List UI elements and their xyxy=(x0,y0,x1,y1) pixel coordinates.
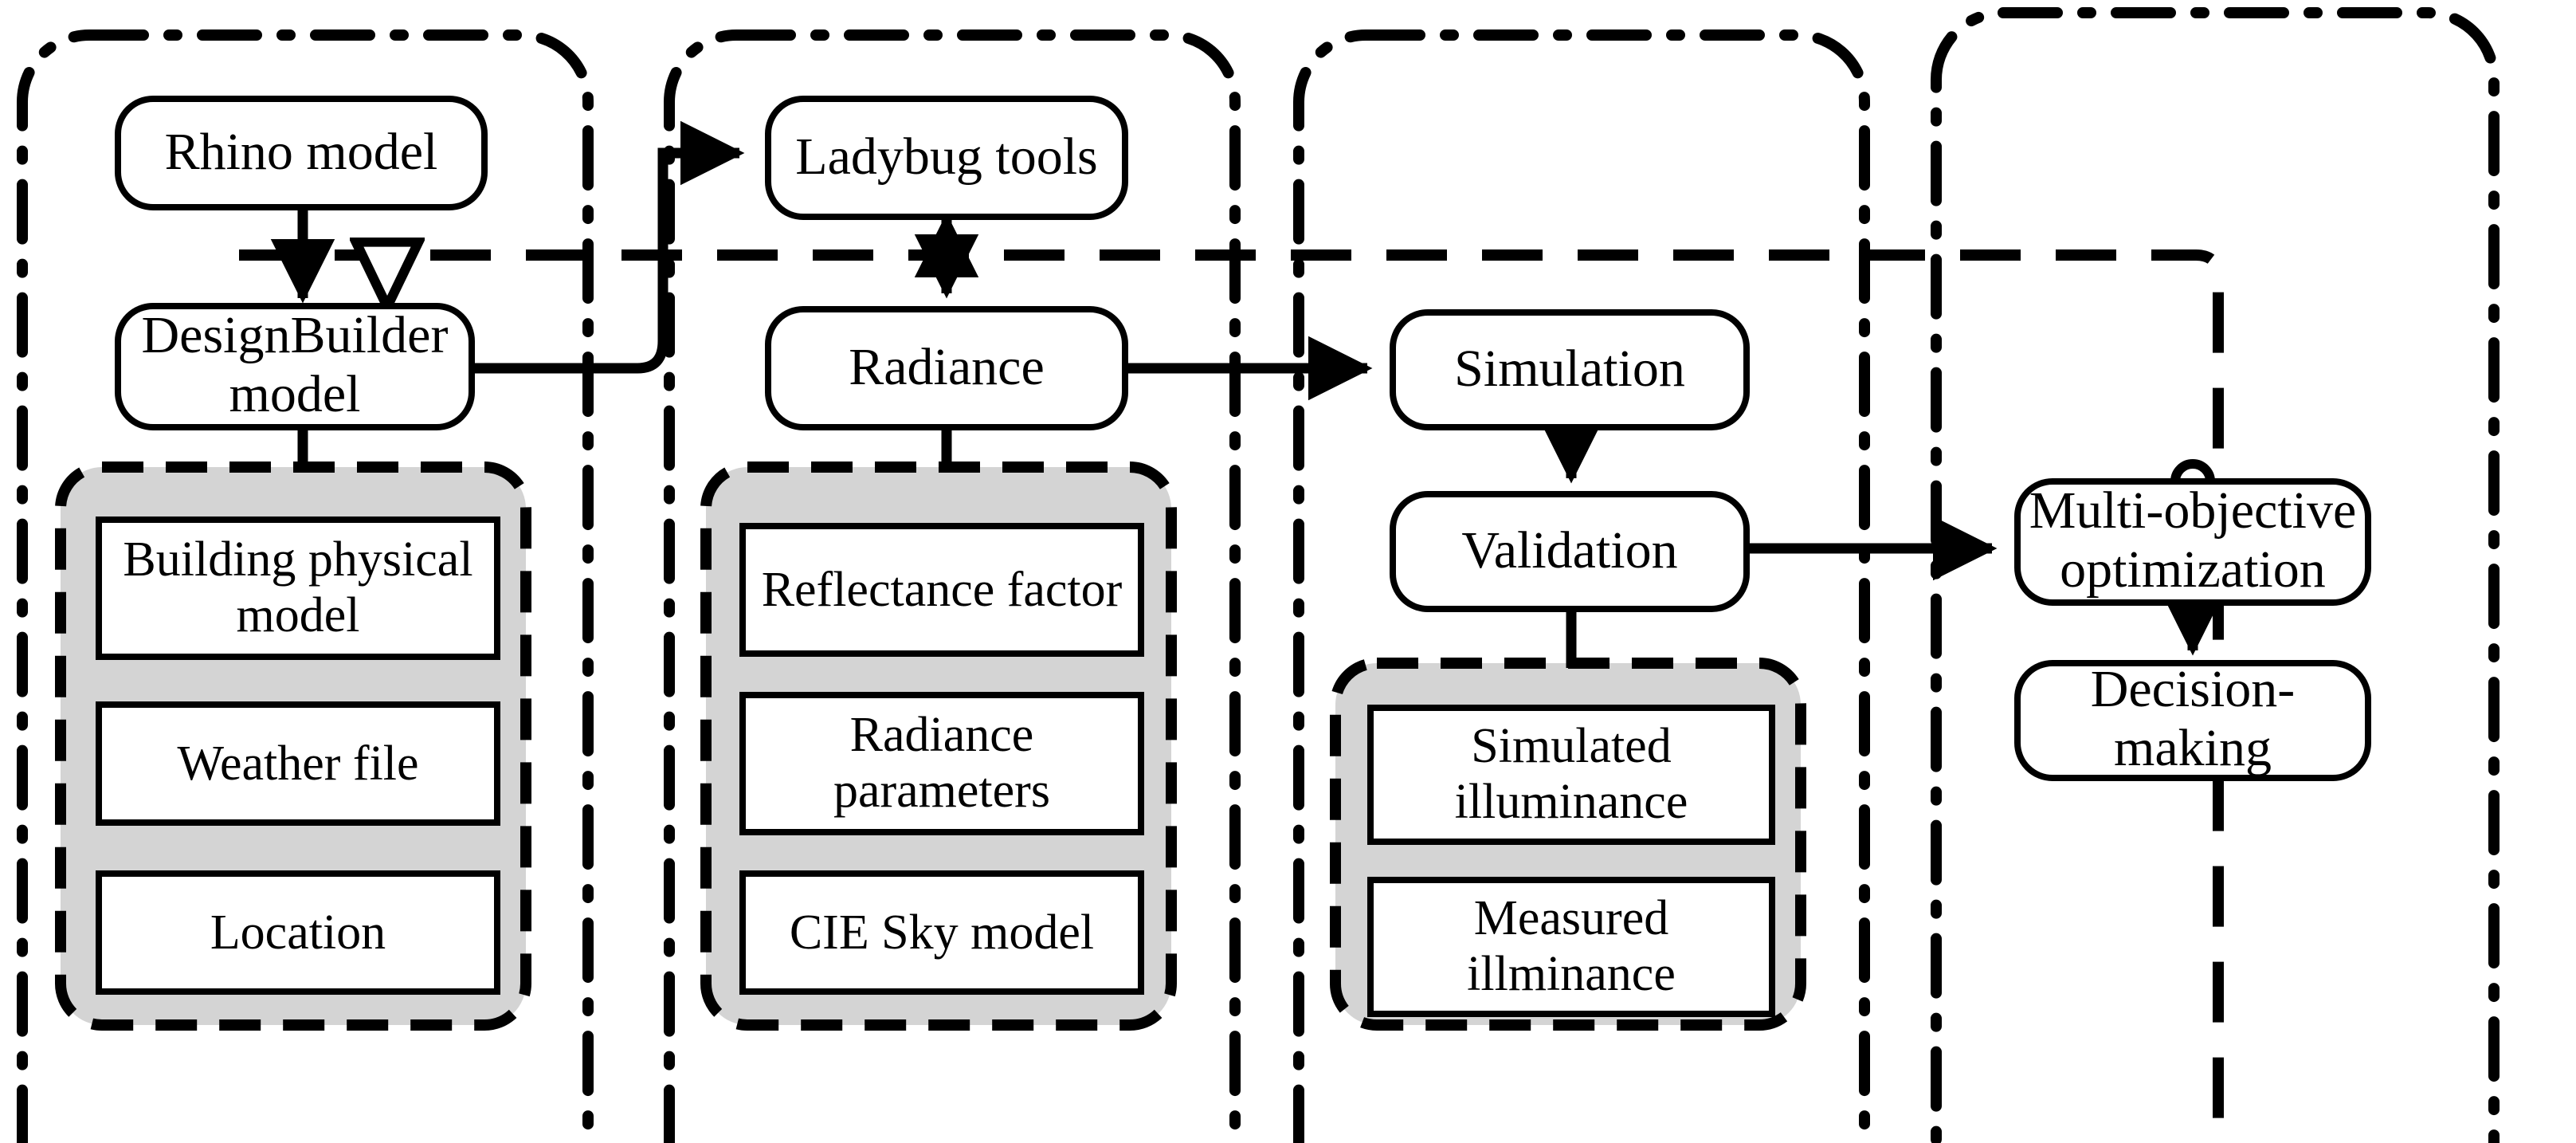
node-shape-designbuilder xyxy=(115,303,475,430)
item-shape-measured-illuminance xyxy=(1367,877,1775,1017)
item-shape-radiance-parameters xyxy=(739,692,1144,835)
inputs-band-frame xyxy=(239,249,2224,1143)
parameter-item-shapes xyxy=(96,517,1775,1017)
connectors xyxy=(270,120,2225,668)
item-shape-cie-sky-model xyxy=(739,870,1144,995)
node-shape-optimization xyxy=(2014,478,2371,606)
node-shape-validation xyxy=(1390,491,1750,612)
item-shape-simulated-illuminance xyxy=(1367,705,1775,845)
node-shape-simulation xyxy=(1390,309,1750,430)
item-shape-building-physical-model xyxy=(96,517,500,660)
item-shape-reflectance-factor xyxy=(739,523,1144,657)
node-shape-decision xyxy=(2014,660,2371,781)
item-shape-location xyxy=(96,870,500,995)
item-shape-weather-file xyxy=(96,701,500,826)
node-shape-rhino xyxy=(115,96,488,210)
node-shape-radiance xyxy=(765,306,1128,430)
process-node-shapes xyxy=(115,96,2371,781)
node-shape-ladybug xyxy=(765,96,1128,220)
edge-designbuilder-to-ladybug xyxy=(472,120,745,374)
edge-feedback-to-designbuilder xyxy=(387,255,398,306)
